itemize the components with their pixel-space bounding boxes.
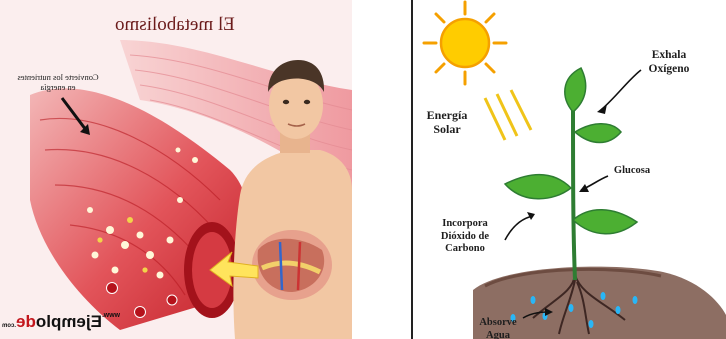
glucose-label: Glucosa (607, 164, 657, 177)
metabolism-title: El metabolismo (112, 14, 237, 36)
oxygen-label: Exhala Oxígeno (637, 48, 701, 76)
metabolism-panel: El metabolismo Convierte los nutrientes … (0, 0, 352, 339)
muscle-illustration (0, 0, 352, 339)
brand-watermark: www.Ejemplode.com (2, 312, 120, 332)
co2-label: Incorpora Dióxido de Carbono (429, 218, 501, 256)
water-label: Absorve Agua (473, 316, 523, 339)
energy-label: Energía Solar (421, 108, 473, 136)
photosynthesis-panel: Energía Solar Exhala Oxígeno Glucosa Inc… (413, 0, 726, 339)
sun-rays (485, 90, 531, 140)
metabolism-annotation: Convierte los nutrientes en energía (14, 72, 102, 92)
sun-icon (424, 2, 506, 84)
